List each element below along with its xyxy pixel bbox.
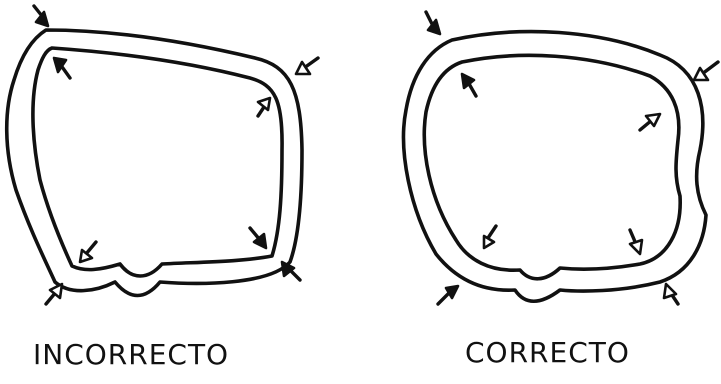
arrow-top-right-inner bbox=[640, 114, 660, 130]
panel-correcto bbox=[404, 12, 718, 304]
arrow-bottom-right-outer bbox=[282, 262, 300, 280]
arrow-bottom-left-outer bbox=[438, 286, 458, 304]
arrow-top-left-outer bbox=[426, 12, 440, 34]
arrow-bottom-right-inner bbox=[630, 230, 642, 254]
arrow-top-left-outer bbox=[34, 6, 48, 26]
caption-incorrecto: INCORRECTO bbox=[33, 338, 229, 371]
caption-correcto: CORRECTO bbox=[465, 336, 630, 369]
arrow-bottom-right-inner bbox=[250, 228, 266, 248]
outer-outline-incorrecto bbox=[7, 30, 302, 296]
panel-incorrecto bbox=[7, 6, 318, 304]
inner-outline-incorrecto bbox=[33, 48, 282, 276]
arrow-bottom-left-inner bbox=[80, 242, 96, 262]
arrow-top-right-outer bbox=[296, 58, 318, 74]
arrow-bottom-left-outer bbox=[46, 284, 62, 304]
arrow-top-left-inner bbox=[54, 58, 70, 78]
arrow-top-right-outer bbox=[694, 62, 718, 80]
arrow-top-right-inner bbox=[258, 98, 270, 116]
arrow-bottom-left-inner bbox=[484, 226, 496, 248]
arrow-top-left-inner bbox=[462, 74, 476, 96]
arrow-bottom-right-outer bbox=[664, 284, 678, 304]
outer-outline-correcto bbox=[404, 32, 706, 302]
